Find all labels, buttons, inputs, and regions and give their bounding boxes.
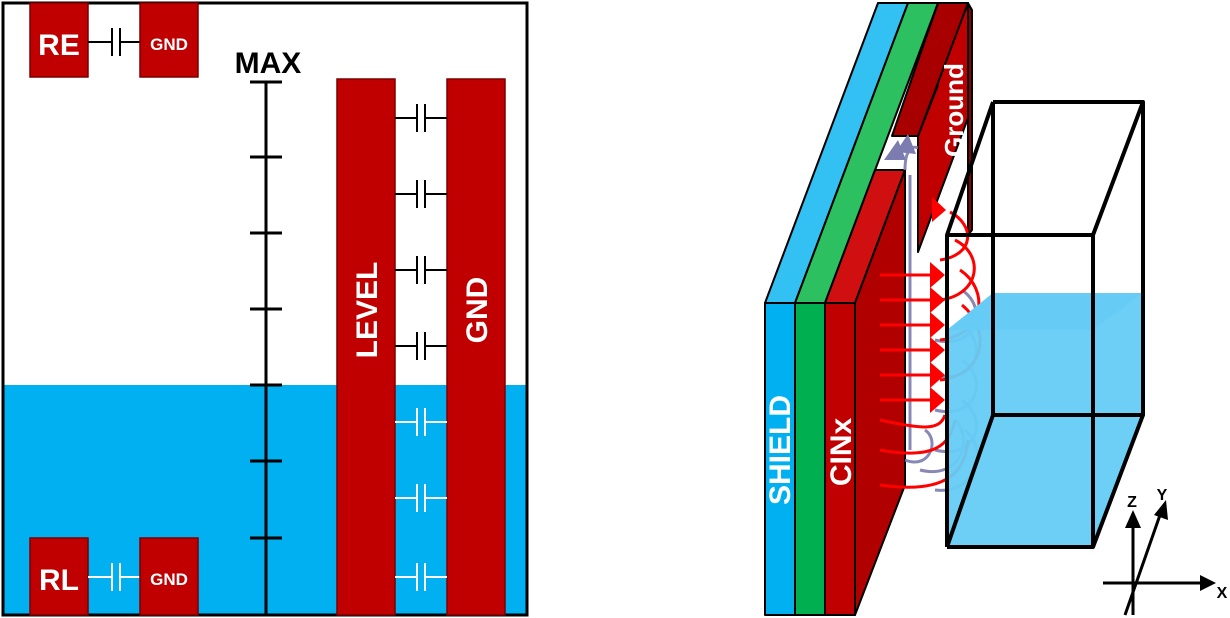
field-arrowheads-red xyxy=(930,197,946,413)
rl-electrode xyxy=(29,537,89,616)
level-label: LEVEL xyxy=(351,262,384,359)
rl-electrode-pair: RL GND xyxy=(29,537,199,616)
capacitors-air xyxy=(395,104,447,360)
cinx-electrode xyxy=(824,169,906,616)
shield-layer xyxy=(764,2,909,616)
water-tank xyxy=(945,100,1145,549)
rl-gnd-label: GND xyxy=(150,570,188,589)
re-electrode-pair: RE GND xyxy=(29,2,199,78)
max-label: MAX xyxy=(235,47,302,80)
field-arrow-grey xyxy=(896,134,916,154)
gnd-bar-label: GND xyxy=(461,277,494,344)
re-gnd-label: GND xyxy=(150,35,188,54)
capacitor-symbol xyxy=(88,28,140,56)
re-label: RE xyxy=(38,29,80,62)
left-tank-diagram: RE GND RL GND xyxy=(1,1,529,617)
x-axis-arrow xyxy=(1200,575,1216,591)
ground-electrode xyxy=(891,2,973,253)
tank-water-front xyxy=(947,293,1143,547)
shield-label: SHIELD xyxy=(764,395,797,505)
level-scale xyxy=(250,80,282,615)
z-axis-arrow xyxy=(1125,510,1141,528)
field-arrow-grey xyxy=(884,140,906,160)
axis-z-label: Z xyxy=(1127,494,1137,511)
axis-x-label: X xyxy=(1217,585,1228,602)
right-3d-diagram: Z Y X SHIELD CINx Ground xyxy=(764,2,1228,616)
y-axis-arrow xyxy=(1154,500,1168,520)
ground-label: Ground xyxy=(939,63,969,157)
gnd-electrode xyxy=(446,78,506,616)
rl-gnd-electrode xyxy=(139,537,199,616)
capacitor-symbol xyxy=(88,563,140,591)
re-electrode xyxy=(29,2,89,78)
capacitors-water xyxy=(395,408,447,591)
axes-indicator xyxy=(1103,514,1205,616)
rl-label: RL xyxy=(39,564,79,597)
axis-y-label: Y xyxy=(1157,487,1168,504)
re-gnd-electrode xyxy=(139,2,199,78)
cinx-label: CINx xyxy=(825,418,858,487)
